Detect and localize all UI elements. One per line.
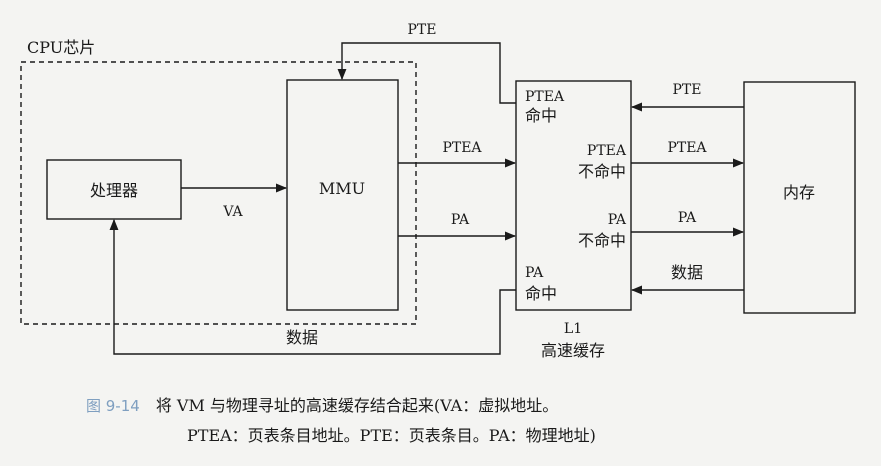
- cpu-chip-label: CPU芯片: [27, 38, 95, 57]
- data-from-memory-label: 数据: [671, 263, 703, 282]
- cache-pa-miss-line2: 不命中: [578, 231, 626, 250]
- processor-box: [46, 159, 182, 220]
- cache-label-l1: L1: [564, 321, 582, 337]
- cache-ptea-hit-line2: 命中: [525, 106, 557, 125]
- pte-from-memory-label: PTE: [673, 82, 702, 98]
- memory-box: [743, 81, 856, 314]
- cache-ptea-hit-line1: PTEA: [525, 89, 565, 105]
- figure-number: 图 9-14: [86, 397, 140, 415]
- cache-ptea-miss-line1: PTEA: [587, 143, 627, 159]
- data-to-processor-arrow: [109, 218, 516, 355]
- cache-label-name: 高速缓存: [541, 341, 605, 360]
- pa-label: PA: [451, 212, 470, 228]
- mmu-box: [286, 79, 399, 311]
- cache-pa-hit-line1: PA: [525, 265, 544, 281]
- ptea-label: PTEA: [442, 140, 482, 156]
- ptea-to-memory-label: PTEA: [667, 140, 707, 156]
- mmu-label: MMU: [319, 179, 365, 198]
- pa-to-memory-label: PA: [678, 210, 697, 226]
- pte-return-arrow: [337, 42, 516, 104]
- cache-ptea-miss-line2: 不命中: [578, 162, 626, 181]
- l1-cache-box: [515, 80, 632, 311]
- memory-label: 内存: [783, 183, 815, 202]
- pte-top-label: PTE: [408, 22, 437, 38]
- cpu-chip-boundary: [20, 61, 417, 325]
- data-to-processor-label: 数据: [286, 328, 318, 347]
- cache-pa-hit-line2: 命中: [525, 284, 557, 303]
- va-label: VA: [222, 204, 243, 220]
- caption-text-1: 将 VM 与物理寻址的高速缓存结合起来(VA：虚拟地址。: [155, 396, 559, 415]
- caption-line-1: 图 9-14 将 VM 与物理寻址的高速缓存结合起来(VA：虚拟地址。: [86, 391, 866, 421]
- figure-caption: 图 9-14 将 VM 与物理寻址的高速缓存结合起来(VA：虚拟地址。 PTEA：…: [86, 391, 866, 450]
- cache-pa-miss-line1: PA: [608, 212, 627, 228]
- caption-line-2: PTEA：页表条目地址。PTE：页表条目。PA：物理地址): [187, 426, 596, 445]
- processor-label: 处理器: [90, 181, 138, 200]
- vm-cache-diagram: CPU芯片 处理器 MMU PTEA 命中 PTEA 不命中 PA 不命中 PA…: [20, 22, 856, 360]
